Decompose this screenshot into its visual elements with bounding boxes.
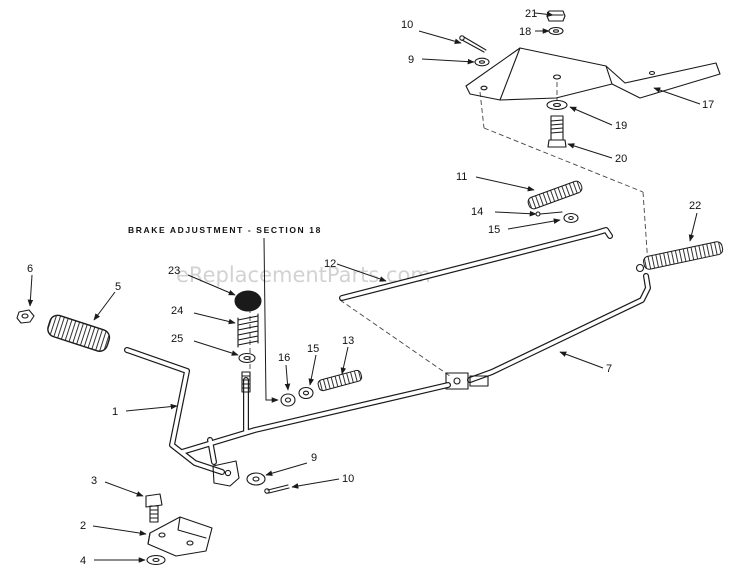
callout-1: 1 <box>112 406 118 418</box>
callout-23: 23 <box>168 265 180 277</box>
callout-6: 6 <box>27 263 33 275</box>
part-15-washer-upper <box>563 212 579 224</box>
callout-15-lower: 15 <box>307 343 319 355</box>
callout-18: 18 <box>519 26 531 38</box>
part-10-cotter-pin-upper <box>459 35 487 53</box>
callout-16: 16 <box>278 352 290 364</box>
callout-19: 19 <box>615 120 627 132</box>
part-4-washer <box>146 554 166 566</box>
part-9-washer-upper <box>474 57 490 67</box>
part-24-spring <box>237 313 259 348</box>
part-20-bolt <box>547 115 567 148</box>
part-14-pin <box>535 211 563 217</box>
callout-22: 22 <box>689 200 701 212</box>
part-13-spring <box>317 369 363 392</box>
part-10-cotter-pin-lower <box>264 484 290 494</box>
callout-21: 21 <box>525 8 537 20</box>
part-19-washer <box>546 99 568 111</box>
callout-9-lower: 9 <box>311 452 317 464</box>
part-7-rod <box>445 273 651 390</box>
part-12-rod <box>339 227 613 301</box>
callout-11: 11 <box>456 171 467 183</box>
part-18-washer <box>548 26 564 36</box>
part-5-pedal-pad <box>47 314 111 352</box>
callout-numbers: 21 18 10 9 17 19 20 11 14 15 22 12 7 23 … <box>27 8 714 567</box>
callout-5: 5 <box>115 281 121 293</box>
part-3-bolt <box>145 493 163 523</box>
part-22-spring <box>635 241 724 273</box>
callout-3: 3 <box>91 475 97 487</box>
callout-24: 24 <box>171 305 183 317</box>
watermark: eReplacementParts.com <box>176 263 431 287</box>
part-11-spring <box>527 180 583 210</box>
brake-adjustment-heading: BRAKE ADJUSTMENT - SECTION 18 <box>128 225 322 235</box>
callout-2: 2 <box>80 520 86 532</box>
part-21-nut <box>546 10 566 22</box>
callout-10-upper: 10 <box>401 19 413 31</box>
brake-adjustment-pointer <box>263 237 279 403</box>
part-17-bracket <box>465 47 721 101</box>
callout-25: 25 <box>171 333 183 345</box>
callout-12: 12 <box>324 258 336 270</box>
part-23-cap <box>234 290 262 312</box>
part-9-washer-lower <box>246 472 266 486</box>
callout-15-upper: 15 <box>488 224 500 236</box>
callout-4: 4 <box>80 555 86 567</box>
callout-20: 20 <box>615 153 627 165</box>
part-2-plate <box>147 516 213 557</box>
part-25-washer <box>238 352 256 364</box>
leader-arrows <box>27 11 701 563</box>
callout-7: 7 <box>606 363 612 375</box>
callout-10-lower: 10 <box>342 473 354 485</box>
part-15-washer-lower <box>298 386 314 400</box>
callout-9-upper: 9 <box>408 54 414 66</box>
part-16-washer <box>280 393 296 407</box>
callout-17: 17 <box>702 99 714 111</box>
callout-13: 13 <box>342 335 354 347</box>
part-1-pedal-rod <box>124 347 451 487</box>
alignment-lines <box>249 82 649 385</box>
callout-14: 14 <box>471 206 483 218</box>
part-6-nut <box>16 309 35 324</box>
